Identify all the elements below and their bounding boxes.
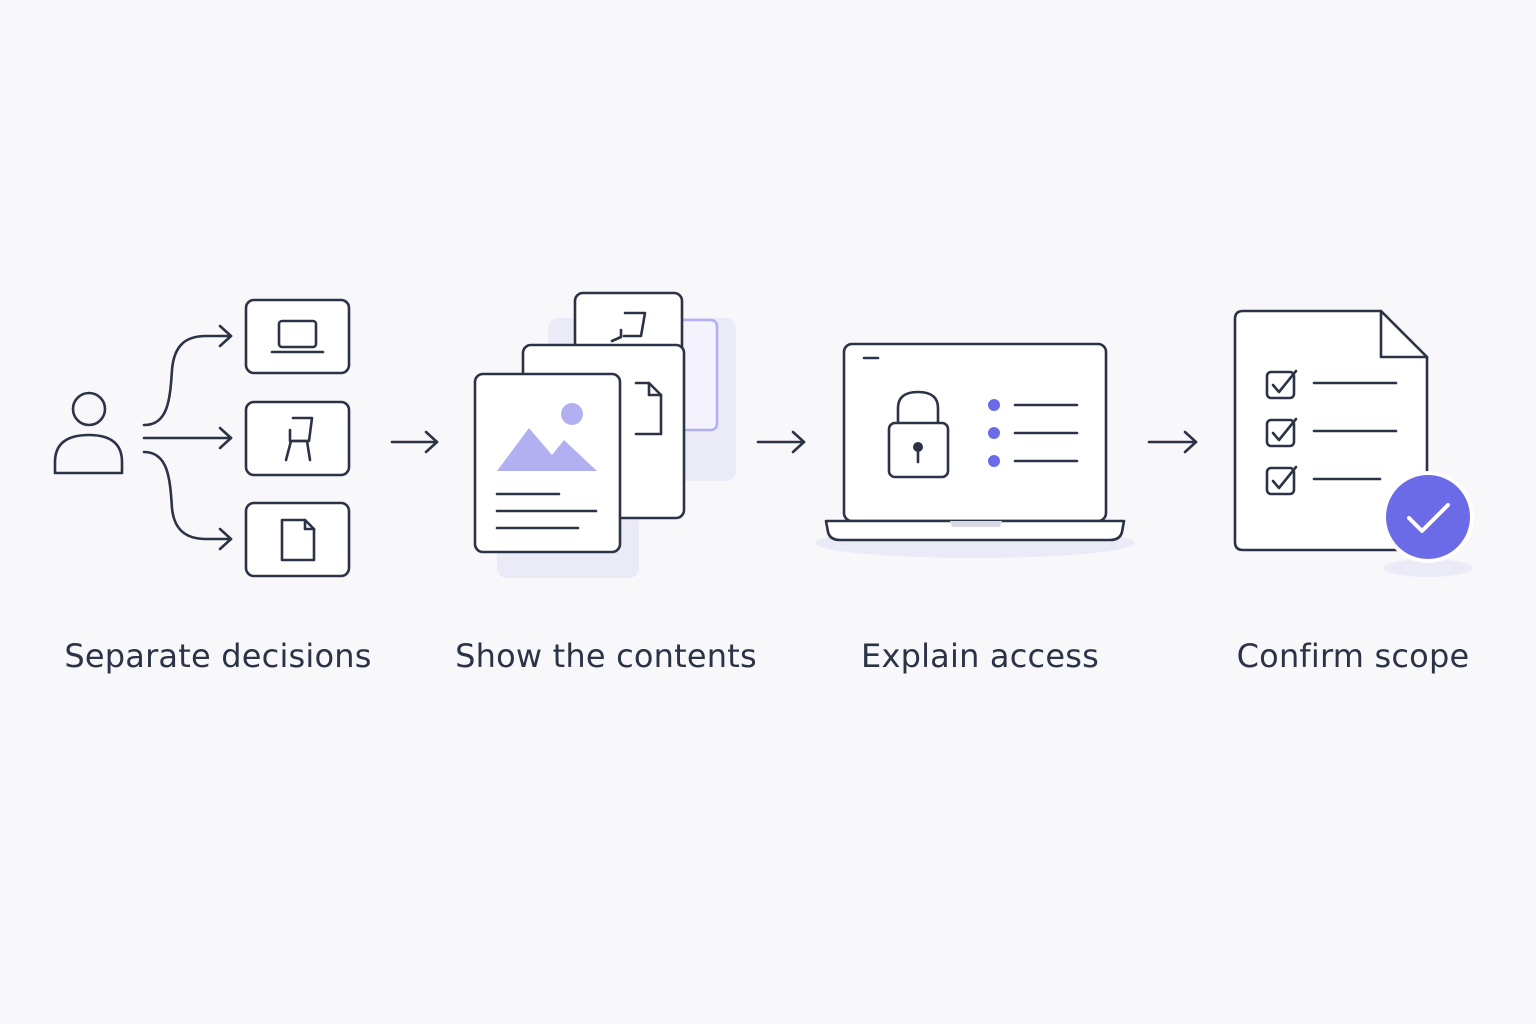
laptop-icon [824,342,1126,542]
step-2-label: Show the contents [455,637,757,675]
file-icon [634,381,663,436]
checkmark-badge-icon [1382,471,1474,577]
document-option-card [244,501,351,578]
step-2-graphic [473,291,736,578]
flow-arrow-2 [756,430,806,454]
step-3-label: Explain access [861,637,1099,675]
step-4-label: Confirm scope [1236,637,1470,675]
laptop-option-card [244,298,351,375]
padlock-icon [887,390,950,479]
step-4-graphic [1233,309,1474,577]
document-icon [280,518,316,562]
chair-icon [610,311,647,343]
chair-icon [284,416,314,462]
flow-arrow-1 [390,430,439,454]
person-icon [53,391,124,475]
step-3-graphic [815,342,1135,558]
branch-arrows [142,324,233,551]
chair-option-card [244,400,351,477]
step-1-graphic [53,298,351,578]
image-document-icon [473,372,622,554]
laptop-icon [270,319,325,354]
bullet-list-icon [988,399,1079,467]
flow-arrow-3 [1147,430,1198,454]
checklist-document-icon [1233,309,1429,552]
step-1-label: Separate decisions [64,637,372,675]
